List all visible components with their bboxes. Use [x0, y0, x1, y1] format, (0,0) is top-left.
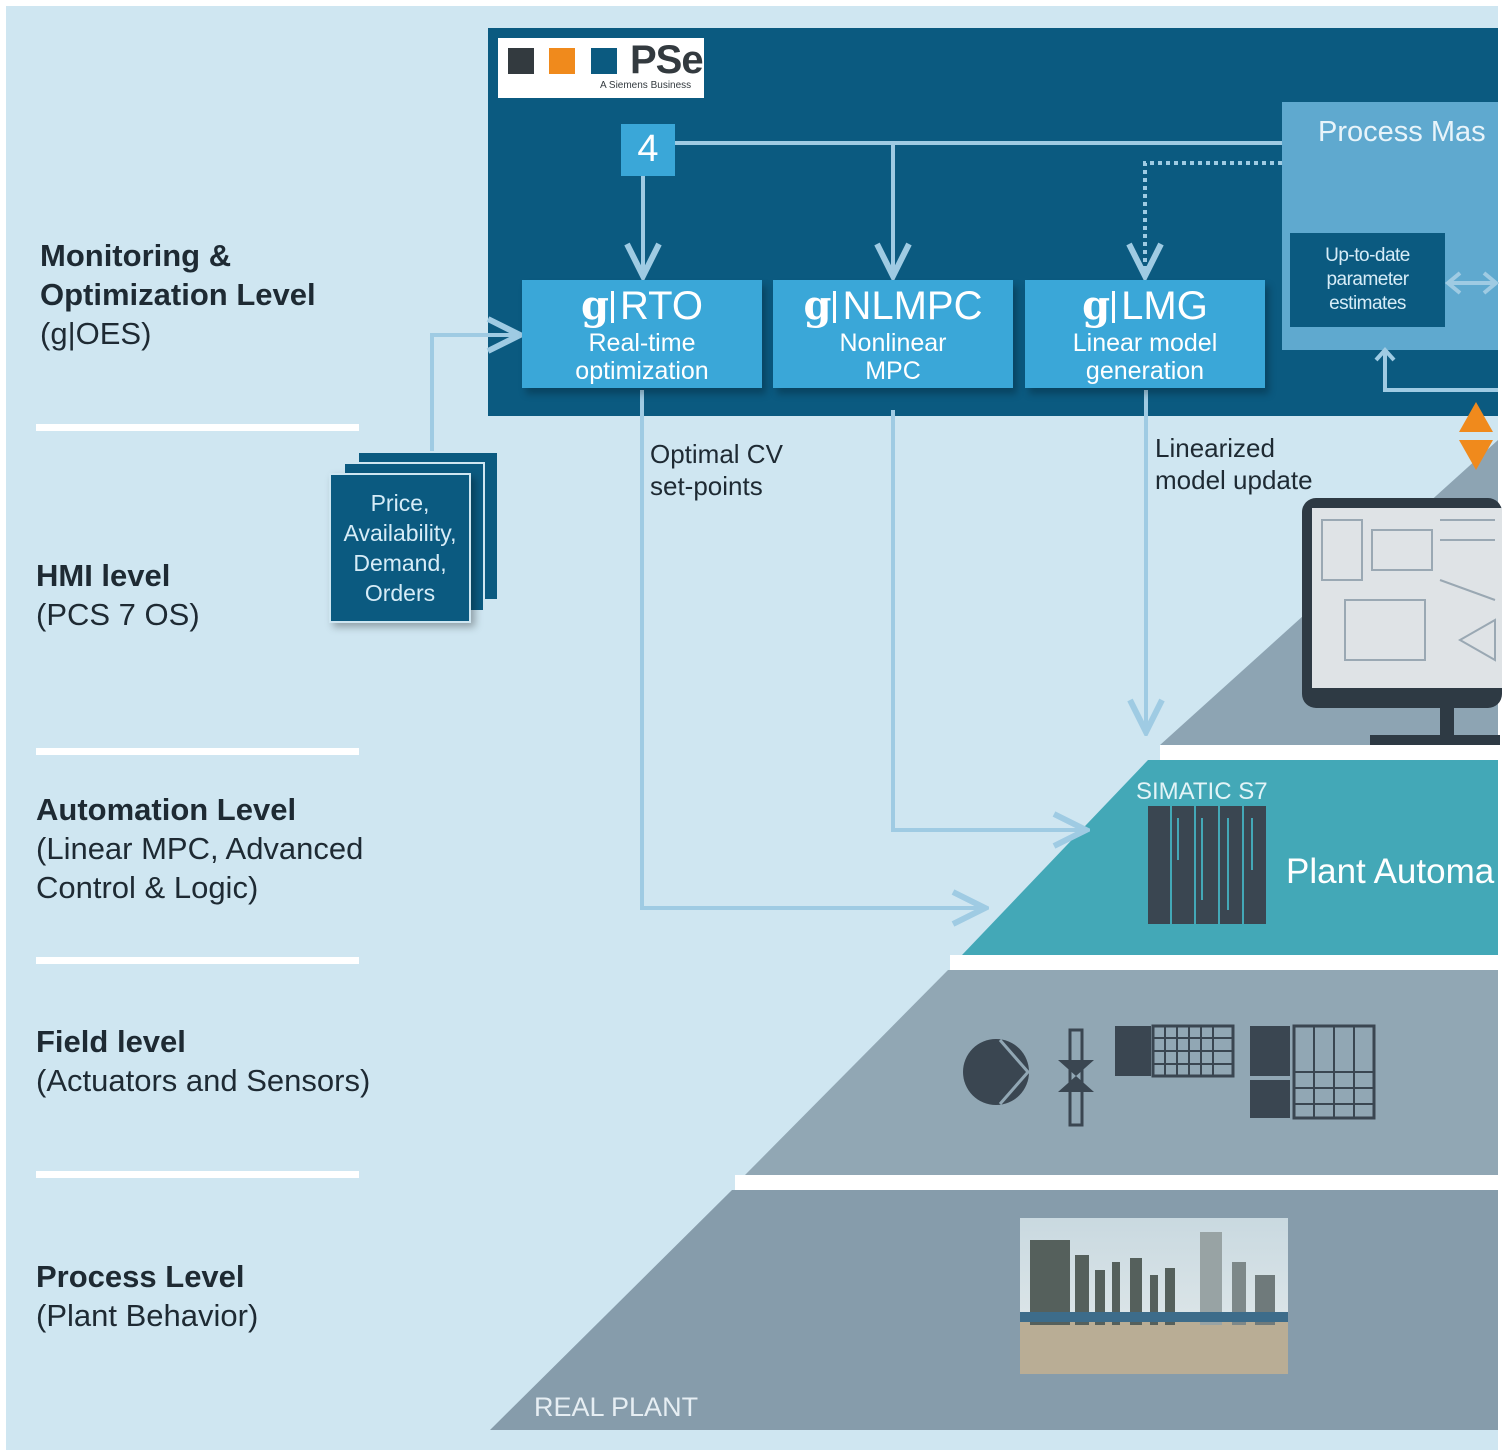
level-monitoring: Monitoring & Optimization Level (g|OES): [40, 236, 316, 353]
module-rto-line1: Real-time: [588, 329, 696, 357]
nlmpc-to-automation-arrow: [891, 410, 1086, 830]
rto-to-automation-arrow: [640, 390, 985, 908]
level-separator: [36, 424, 359, 431]
linearized-line-1: Linearized: [1155, 433, 1275, 463]
estimates-line-1: Up-to-date: [1325, 245, 1410, 266]
level-hmi-title: HMI level: [36, 558, 171, 593]
simatic-plc-icon: [1148, 806, 1266, 924]
optimal-cv-line-2: set-points: [650, 471, 763, 501]
module-lmg-prefix: g: [1082, 282, 1111, 329]
pyramid-gap-2: [950, 955, 1498, 970]
level-monitoring-subtitle: (g|OES): [40, 316, 152, 351]
inputs-line-orders: Orders: [364, 580, 436, 606]
plant-photo: [1020, 1218, 1288, 1374]
optimal-cv-line-1: Optimal CV: [650, 439, 783, 469]
inputs-line-demand: Demand,: [353, 550, 447, 576]
estimates-double-arrow: [1444, 271, 1500, 295]
linearized-note: Linearized model update: [1155, 432, 1313, 496]
exchange-orange-arrows: [1459, 402, 1493, 470]
real-plant-label: REAL PLANT: [534, 1392, 699, 1422]
pyramid-gap-3: [735, 1175, 1498, 1190]
simatic-caption: Plant Automa: [1286, 852, 1495, 891]
pse-logo-text: PSe: [630, 38, 704, 82]
step-number: 4: [637, 128, 659, 170]
module-lmg-name: LMG: [1121, 284, 1208, 328]
simatic-title: SIMATIC S7: [1136, 778, 1268, 805]
inputs-to-rto-arrow: [430, 335, 520, 455]
level-process-title: Process Level: [36, 1259, 245, 1294]
level-automation-subtitle-2: Control & Logic): [36, 870, 259, 905]
module-rto-prefix: g: [581, 282, 609, 329]
inputs-card-text: Price, Availability, Demand, Orders: [330, 488, 470, 608]
hmi-monitor-icon: [1302, 498, 1502, 745]
feedback-arrow-head: [1374, 347, 1396, 362]
level-separator: [36, 957, 359, 964]
inputs-card-stack: [329, 451, 499, 623]
pyramid-gap-1: [1160, 745, 1498, 760]
module-lmg-line1: Linear model: [1072, 329, 1218, 357]
module-nlmpc-name: NLMPC: [842, 284, 983, 328]
level-hmi: HMI level (PCS 7 OS): [36, 556, 200, 634]
module-rto-name: RTO: [619, 284, 703, 328]
linearized-line-2: model update: [1155, 465, 1313, 495]
pm-to-lmg-dotted-arrow: [1145, 161, 1282, 276]
inputs-line-availability: Availability,: [343, 520, 457, 546]
module-lmg-line2: generation: [1085, 357, 1205, 385]
level-separator: [36, 748, 359, 755]
level-field: Field level (Actuators and Sensors): [36, 1022, 370, 1100]
level-automation: Automation Level (Linear MPC, Advanced C…: [36, 790, 363, 907]
parameter-estimates: Up-to-date parameter estimates: [1290, 244, 1445, 316]
level-process-subtitle: (Plant Behavior): [36, 1298, 259, 1333]
level-automation-title: Automation Level: [36, 792, 297, 827]
estimates-line-3: estimates: [1329, 293, 1406, 314]
level-field-subtitle: (Actuators and Sensors): [36, 1063, 371, 1098]
process-master-title: Process Mas: [1318, 116, 1486, 148]
step-4-box: [621, 124, 675, 176]
feedback-arrow: [1383, 350, 1498, 392]
field-devices-icons: [963, 1024, 1376, 1127]
level-monitoring-title-2: Optimization Level: [40, 277, 316, 312]
level-process: Process Level (Plant Behavior): [36, 1257, 258, 1335]
module-nlmpc-line2: MPC: [865, 357, 921, 385]
level-separator: [36, 1171, 359, 1178]
module-nlmpc-prefix: g: [803, 282, 832, 329]
module-nlmpc-line1: Nonlinear: [839, 329, 947, 357]
optimal-cv-note: Optimal CV set-points: [650, 438, 783, 502]
level-automation-subtitle: (Linear MPC, Advanced: [36, 831, 364, 866]
pse-logo-tagline: A Siemens Business: [600, 80, 692, 91]
pse-logo: [498, 38, 704, 98]
level-field-title: Field level: [36, 1024, 186, 1059]
inputs-line-price: Price,: [370, 490, 430, 516]
estimates-line-2: parameter: [1326, 269, 1409, 290]
level-monitoring-title: Monitoring &: [40, 238, 232, 273]
parameter-estimates-box: [1290, 233, 1445, 327]
module-rto-line2: optimization: [575, 357, 709, 385]
level-hmi-subtitle: (PCS 7 OS): [36, 597, 200, 632]
